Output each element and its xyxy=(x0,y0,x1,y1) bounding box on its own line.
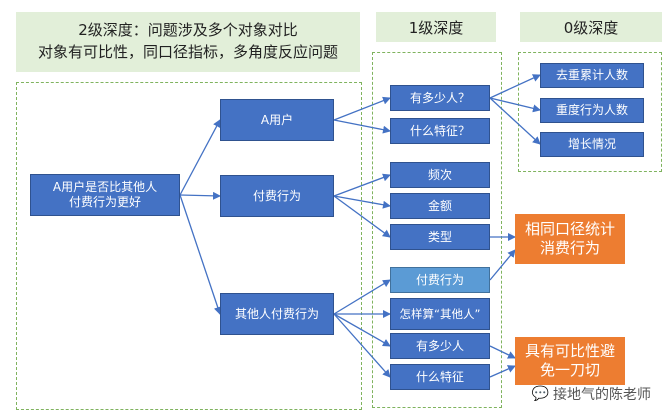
pay-behavior-node: 付费行为 xyxy=(220,175,334,217)
features-node: 什么特征？ xyxy=(390,118,490,144)
depth1-header: 1级深度 xyxy=(376,12,496,42)
type-node: 类型 xyxy=(390,224,490,250)
define-others-node: 怎样算“其他人” xyxy=(390,298,490,330)
a-user-node: A用户 xyxy=(220,99,334,141)
amount-node: 金额 xyxy=(390,193,490,219)
repeat-count-node: 重度行为人数 xyxy=(540,98,644,123)
depth2-header-line1: 2级深度：问题涉及多个对象对比 xyxy=(78,21,298,40)
frequency-node: 频次 xyxy=(390,162,490,188)
root-node: A用户是否比其他人付费行为更好 xyxy=(30,174,180,216)
others-pay-node: 其他人付费行为 xyxy=(220,293,334,335)
watermark-text: 接地气的陈老师 xyxy=(553,387,651,403)
watermark: 💬 接地气的陈老师 xyxy=(532,384,651,404)
depth2-header-line2: 对象有可比性，同口径指标，多角度反应问题 xyxy=(37,43,338,61)
others-how-many-node: 有多少人 xyxy=(390,333,490,359)
how-many-node: 有多少人？ xyxy=(390,85,490,111)
depth2-region xyxy=(16,82,362,410)
comparable-note: 具有可比性避免一刀切 xyxy=(515,337,625,385)
growth-node: 增长情况 xyxy=(540,132,644,157)
depth1-region xyxy=(372,52,502,408)
others-features-node: 什么特征 xyxy=(390,364,490,390)
dedup-count-node: 去重累计人数 xyxy=(540,63,644,88)
depth0-header: 0级深度 xyxy=(520,12,662,42)
depth0-region xyxy=(518,52,662,172)
wechat-icon: 💬 xyxy=(531,386,549,402)
others-pay-behavior-node: 付费行为 xyxy=(390,267,490,293)
same-metric-note: 相同口径统计消费行为 xyxy=(515,214,625,264)
depth2-header: 2级深度：问题涉及多个对象对比 对象有可比性，同口径指标，多角度反应问题 xyxy=(16,12,360,72)
